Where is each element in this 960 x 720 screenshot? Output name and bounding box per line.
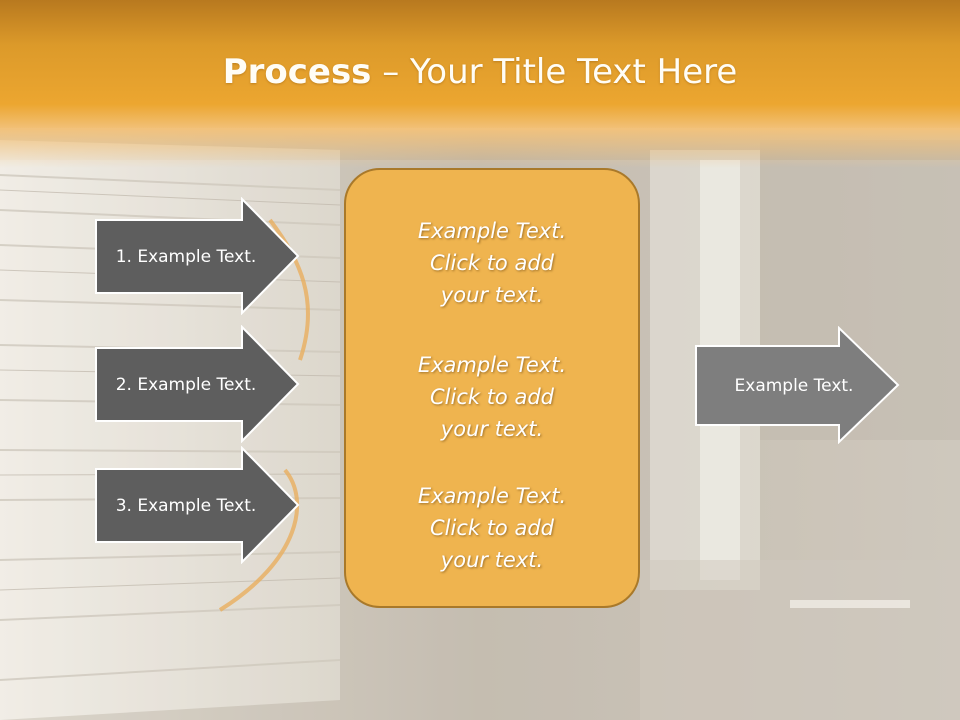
center-paragraph-1: Example Text. Click to add your text. — [346, 215, 638, 311]
left-arrow-3-label: 3. Example Text. — [115, 495, 257, 516]
paragraph-line: your text. — [440, 417, 544, 441]
left-arrow-1[interactable]: 1. Example Text. — [95, 196, 301, 316]
title-bold-word: Process — [222, 52, 372, 92]
title-rest-text: – Your Title Text Here — [371, 52, 738, 92]
slide-title: Process – Your Title Text Here — [0, 52, 960, 92]
left-arrow-2-label: 2. Example Text. — [115, 374, 257, 395]
paragraph-line: Example Text. — [417, 219, 567, 243]
center-text-box[interactable]: Example Text. Click to add your text. Ex… — [344, 168, 640, 608]
arrow-right-icon — [95, 324, 300, 444]
left-arrow-1-label: 1. Example Text. — [115, 246, 257, 267]
center-paragraph-3: Example Text. Click to add your text. — [346, 480, 638, 576]
arrow-right-icon — [695, 325, 900, 445]
center-paragraph-2: Example Text. Click to add your text. — [346, 349, 638, 445]
paragraph-line: your text. — [440, 548, 544, 572]
arrow-right-icon — [95, 196, 300, 316]
arrow-right-icon — [95, 445, 300, 565]
paragraph-line: Click to add — [429, 516, 554, 540]
left-arrow-3[interactable]: 3. Example Text. — [95, 445, 301, 565]
paragraph-line: Click to add — [429, 251, 554, 275]
paragraph-line: Example Text. — [417, 353, 567, 377]
left-arrow-2[interactable]: 2. Example Text. — [95, 324, 301, 444]
right-arrow[interactable]: Example Text. — [695, 325, 901, 445]
paragraph-line: Click to add — [429, 385, 554, 409]
paragraph-line: Example Text. — [417, 484, 567, 508]
paragraph-line: your text. — [440, 283, 544, 307]
right-arrow-label: Example Text. — [734, 375, 854, 396]
